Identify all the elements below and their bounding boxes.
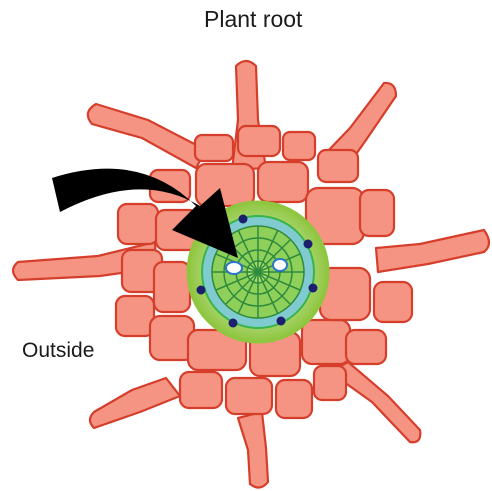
xylem-vessel-left xyxy=(226,262,242,274)
cortex-cell xyxy=(196,164,254,206)
cortex-cell xyxy=(118,204,158,244)
root-hair-top-left xyxy=(88,104,206,168)
cortex-cell xyxy=(154,262,190,312)
cortex-cell xyxy=(360,190,394,236)
cortex-cell xyxy=(318,150,358,182)
root-hair-right xyxy=(376,230,489,272)
outside-label: Outside xyxy=(22,339,94,363)
cortex-cell xyxy=(226,378,272,414)
cortex-cell xyxy=(374,282,412,322)
root-hair-bottom xyxy=(238,412,268,488)
cortex-cell xyxy=(314,366,346,400)
cortex-cell xyxy=(180,372,222,408)
cortex-cell xyxy=(346,330,386,364)
cortex-cell xyxy=(116,296,154,336)
xylem-vessel-right xyxy=(273,259,287,271)
cortex-cell xyxy=(195,135,233,161)
cortex-cell xyxy=(283,132,315,160)
cortex-cell xyxy=(238,126,280,156)
cortex-cell xyxy=(302,320,350,364)
cortex-cell xyxy=(258,162,308,202)
root-hair-bottom-left xyxy=(90,378,180,428)
cortex-cell xyxy=(276,380,312,418)
diagram-title: Plant root xyxy=(204,6,302,33)
